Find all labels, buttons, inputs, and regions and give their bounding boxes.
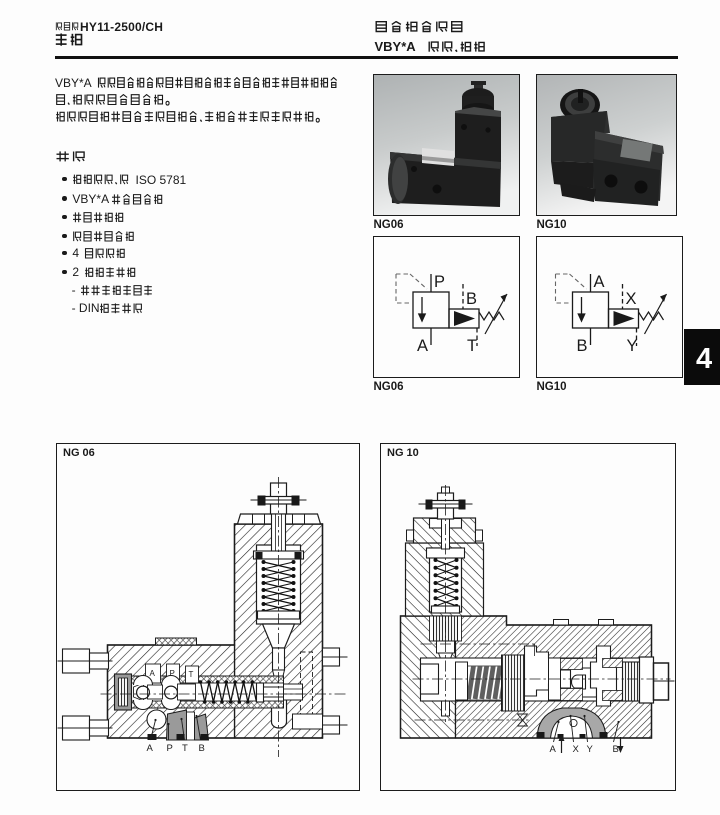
svg-text:Y: Y bbox=[627, 337, 638, 355]
svg-text:B: B bbox=[466, 290, 477, 308]
svg-text:T: T bbox=[182, 743, 188, 754]
svg-text:P: P bbox=[434, 273, 445, 291]
svg-text:A: A bbox=[146, 743, 153, 754]
svg-text:X: X bbox=[572, 744, 579, 755]
svg-text:A: A bbox=[594, 273, 605, 291]
svg-text:X: X bbox=[626, 290, 637, 308]
svg-text:Y: Y bbox=[586, 744, 593, 755]
svg-text:T: T bbox=[467, 337, 477, 355]
svg-text:A: A bbox=[549, 744, 556, 755]
svg-text:P: P bbox=[169, 669, 174, 678]
svg-text:B: B bbox=[577, 337, 588, 355]
svg-text:A: A bbox=[417, 337, 428, 355]
svg-text:P: P bbox=[166, 743, 172, 754]
svg-text:B: B bbox=[612, 744, 618, 755]
svg-text:A: A bbox=[149, 669, 155, 678]
svg-text:T: T bbox=[188, 670, 193, 679]
svg-text:B: B bbox=[198, 743, 204, 754]
